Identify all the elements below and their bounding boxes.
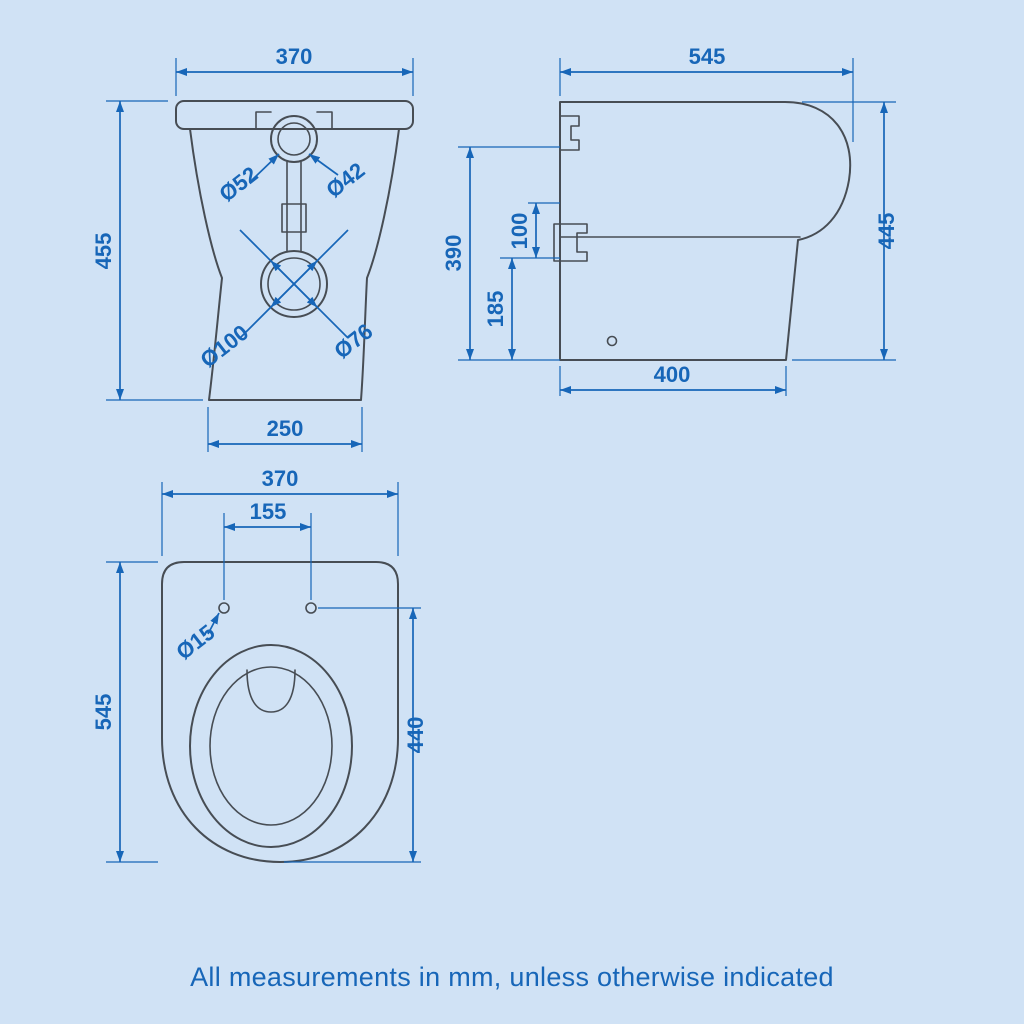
side-body-outline: [559, 101, 852, 361]
front-flush-outer-leader: [251, 153, 280, 181]
front-base-label: 250: [267, 416, 304, 441]
top-bowl-opening-outline: [209, 666, 333, 826]
side-outlet-bracket: [553, 223, 588, 262]
front-body-outline: [189, 128, 400, 401]
front-height-label: 455: [91, 233, 116, 270]
front-trapway-channel: [281, 161, 307, 253]
measurements-note: All measurements in mm, unless otherwise…: [190, 962, 834, 992]
side-height-label: 445: [874, 213, 899, 250]
front-outlet-inner-circle: [267, 257, 321, 311]
top-view: Ø15 370 155 545 440: [91, 466, 428, 863]
side-view: 545 445 390 185 100 400: [441, 44, 899, 396]
top-width-label: 370: [262, 466, 299, 491]
front-flush-inner-circle: [277, 122, 311, 156]
front-rim-outline: [175, 100, 414, 130]
front-outlet-arrow-nw: [270, 260, 295, 285]
top-hinge-hole-right: [305, 602, 317, 614]
front-flush-inner-dia-label: Ø42: [321, 157, 369, 202]
side-outlet-offset-label: 100: [507, 213, 532, 250]
front-outlet-arrow-ne: [293, 260, 318, 285]
side-rear-height-label: 390: [441, 235, 466, 272]
front-flush-outer-circle: [270, 115, 318, 163]
side-depth-label: 545: [689, 44, 726, 69]
front-outlet-outer-dia-label: Ø100: [195, 320, 253, 373]
top-seat-ring-outline: [189, 644, 353, 848]
front-flush-outer-dia-label: Ø52: [214, 161, 262, 206]
side-flush-inlet-bracket: [560, 115, 580, 151]
top-flush-jet-detail: [246, 669, 296, 713]
front-width-label: 370: [276, 44, 313, 69]
top-front-label: 440: [403, 717, 428, 754]
side-fixing-hole: [606, 335, 618, 347]
front-view: Ø52 Ø42 Ø100 Ø76 370 455 250: [91, 44, 414, 452]
top-hinge-hole-left: [218, 602, 230, 614]
side-outlet-height-label: 185: [483, 291, 508, 328]
front-outlet-arrow-se: [293, 283, 318, 308]
front-outlet-inner-dia-label: Ø76: [329, 318, 377, 363]
side-base-label: 400: [654, 362, 691, 387]
top-hole-dia-leader: [207, 612, 220, 635]
front-flush-inner-leader: [308, 153, 339, 176]
front-flush-mount-detail: [255, 111, 333, 130]
top-outer-outline: [161, 561, 399, 863]
top-depth-label: 545: [91, 694, 116, 731]
front-outlet-arrow-sw: [270, 283, 295, 308]
front-outlet-outer-circle: [260, 250, 328, 318]
top-spacing-label: 155: [250, 499, 287, 524]
